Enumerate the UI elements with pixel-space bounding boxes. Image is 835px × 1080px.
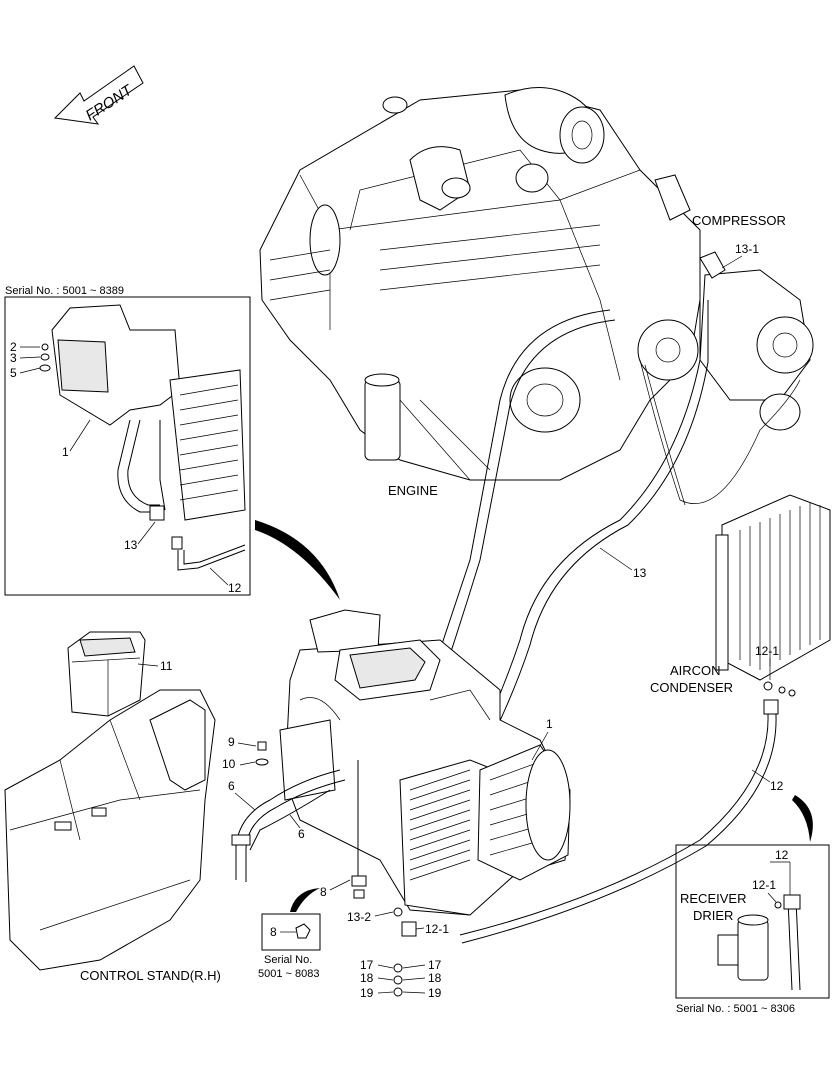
controller-11: [67, 631, 146, 717]
leader-arc-top: [255, 520, 340, 600]
callout-17-right: 17: [428, 958, 442, 972]
control-stand-label: CONTROL STAND(R.H): [80, 968, 221, 983]
callout-12: 12: [770, 779, 784, 793]
engine-label: ENGINE: [388, 483, 438, 498]
callout-13-2: 13-2: [347, 910, 371, 924]
front-arrow: FRONT: [53, 65, 144, 125]
hvac-unit: [279, 609, 571, 916]
aircon-condenser: [715, 494, 831, 697]
engine-drawing: [259, 87, 814, 506]
compressor-label: COMPRESSOR: [692, 213, 786, 228]
inset-small: [261, 888, 321, 951]
callout-18-right: 18: [428, 971, 442, 985]
leader-arc-bottom: [792, 795, 813, 842]
fastener-9-10: [255, 741, 269, 766]
leader-arc-small: [290, 888, 320, 912]
inset-callout-12: 12: [228, 581, 242, 595]
aircon-label-line1: AIRCON: [670, 663, 721, 678]
callout-13: 13: [633, 566, 647, 580]
inset-callout-5: 5: [10, 366, 17, 380]
inset-bottom-right: [675, 795, 830, 999]
callout-1-main: 1: [546, 717, 553, 731]
inset-bottom-serial: Serial No. : 5001 ~ 8306: [676, 1003, 795, 1015]
callout-10: 10: [222, 757, 236, 771]
clamps: [351, 760, 417, 997]
callout-12-1-bottom: 12-1: [425, 922, 449, 936]
inset-top-left: [4, 296, 251, 596]
callout-6-a: 6: [228, 779, 235, 793]
receiver-drier-label-line2: DRIER: [693, 908, 733, 923]
inset-small-callout-8: 8: [270, 925, 277, 939]
inset-top-left-serial: Serial No. : 5001 ~ 8389: [5, 285, 124, 297]
inset-bottom-callout-12-1: 12-1: [752, 878, 776, 892]
inset-callout-3: 3: [10, 351, 17, 365]
callout-12-1-top: 12-1: [755, 644, 779, 658]
callout-18-left: 18: [360, 971, 374, 985]
inset-small-serial-line2: 5001 ~ 8083: [258, 968, 319, 980]
callout-11: 11: [160, 659, 173, 673]
callout-6-b: 6: [298, 827, 305, 841]
control-stand-drawing: [4, 689, 216, 971]
inset-small-serial-line1: Serial No.: [264, 954, 312, 966]
callout-8: 8: [320, 885, 327, 899]
inset-callout-13: 13: [124, 538, 138, 552]
inset-bottom-callout-12: 12: [775, 848, 789, 862]
callout-19-right: 19: [428, 986, 442, 1000]
callout-13-1: 13-1: [735, 242, 759, 256]
callout-9: 9: [228, 735, 235, 749]
inset-callout-2: 2: [10, 340, 17, 354]
inset-callout-1: 1: [62, 445, 69, 459]
front-arrow-label: FRONT: [83, 81, 137, 124]
callout-19-left: 19: [360, 986, 374, 1000]
callout-17-left: 17: [360, 958, 374, 972]
hose-6: [231, 769, 346, 882]
hose-12: [459, 699, 779, 944]
receiver-drier-label-line1: RECEIVER: [680, 891, 746, 906]
aircon-label-line2: CONDENSER: [650, 680, 733, 695]
